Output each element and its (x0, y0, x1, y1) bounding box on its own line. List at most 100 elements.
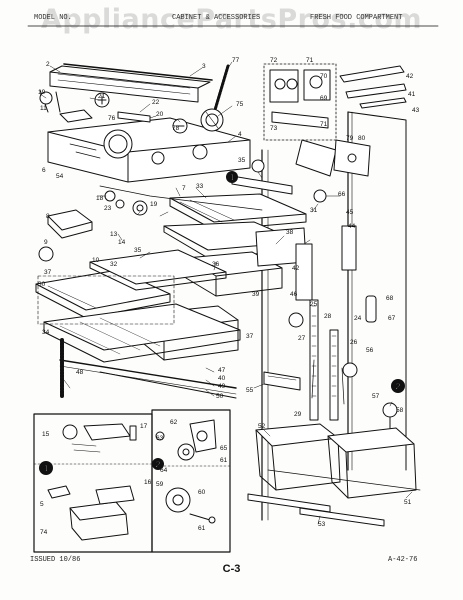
callout-79: 79 (346, 135, 354, 142)
leader-lines (39, 61, 413, 525)
callout-53: 53 (318, 521, 326, 528)
inset-box-right (151, 409, 231, 553)
callout-63: 63 (156, 435, 164, 442)
callout-10: 10 (92, 257, 100, 264)
crisper-pan-left (255, 423, 341, 491)
page-number: C-3 (222, 563, 241, 575)
callout-36: 36 (212, 261, 220, 268)
wire-harness (99, 185, 263, 211)
callout-27: 27 (298, 335, 306, 342)
knob-78-part (172, 118, 188, 134)
bottom-trim-part (263, 371, 301, 391)
marker-2a: 2 (391, 379, 405, 393)
svg-text:1: 1 (43, 464, 48, 474)
callout-18: 18 (96, 195, 104, 202)
bracket-20-part (117, 111, 151, 123)
callout-2: 2 (46, 61, 50, 68)
callout-16: 16 (144, 479, 152, 486)
callout-31: 31 (310, 207, 318, 214)
callout-60: 60 (198, 489, 206, 496)
header-section: CABINET & ACCESSORIES (172, 14, 261, 22)
crisper-cover-part (43, 303, 241, 363)
callout-65: 65 (220, 445, 228, 452)
callout-44: 44 (348, 223, 356, 230)
leveling-leg-part (382, 402, 398, 429)
callout-45: 45 (346, 209, 354, 216)
marker-1b: 1 (39, 461, 53, 475)
header-model: MODEL NO. (34, 14, 72, 22)
callout-35a: 35 (238, 157, 246, 164)
callout-15: 15 (42, 431, 50, 438)
callout-17: 17 (140, 423, 148, 430)
drawing-ref: A-42-76 (388, 556, 418, 564)
callout-42a: 42 (406, 73, 414, 80)
marker-1a: 1 (226, 171, 238, 183)
callout-78: 78 (172, 125, 180, 132)
callout-75: 75 (236, 101, 244, 108)
callout-52: 52 (258, 423, 266, 430)
callout-25: 25 (310, 301, 318, 308)
callout-42b: 42 (292, 265, 300, 272)
crisper-pan-right (327, 427, 417, 499)
callout-38: 38 (286, 229, 294, 236)
switch-plate-part (59, 109, 93, 123)
callout-64: 64 (160, 467, 168, 474)
callout-24: 24 (354, 315, 362, 322)
svg-text:2: 2 (155, 460, 160, 470)
callout-48: 48 (76, 369, 84, 376)
callout-35b: 35 (134, 247, 142, 254)
door-shelf-rails (295, 225, 377, 421)
callout-58: 58 (396, 407, 404, 414)
dial-knob-part (200, 108, 224, 132)
header-compartment: FRESH FOOD COMPARTMENT (310, 14, 403, 22)
callout-14: 14 (118, 239, 126, 246)
callout-37a: 37 (44, 269, 52, 276)
callout-26: 26 (350, 339, 358, 346)
callout-3: 3 (202, 63, 206, 70)
callout-74: 74 (40, 529, 48, 536)
svg-text:1: 1 (229, 173, 234, 183)
top-shelf-part (169, 193, 307, 231)
callout-19b: 19 (150, 201, 158, 208)
callout-73: 73 (270, 125, 278, 132)
control-housing-part (47, 117, 251, 183)
callout-76: 76 (108, 115, 116, 122)
bulb-part (104, 190, 125, 209)
callout-57: 57 (372, 393, 380, 400)
top-trim-part (49, 63, 213, 103)
issued-date: ISSUED 10/86 (30, 556, 81, 564)
callout-30: 30 (38, 281, 46, 288)
callout-66: 66 (338, 191, 346, 198)
callout-19a: 19 (38, 89, 46, 96)
fan-motor-part (38, 200, 148, 262)
callout-59: 59 (156, 481, 164, 488)
callout-37b: 37 (246, 333, 254, 340)
callout-6: 6 (42, 167, 46, 174)
callout-23: 23 (104, 205, 112, 212)
callout-77: 77 (232, 57, 240, 64)
callout-61b: 61 (198, 525, 206, 532)
callout-71b: 71 (320, 121, 328, 128)
right-rail-parts (339, 65, 407, 109)
callout-54: 54 (56, 173, 64, 180)
callout-34: 34 (42, 329, 50, 336)
marker-2b: 2 (152, 458, 164, 470)
glass-shelf-part (89, 249, 227, 291)
callout-68: 68 (386, 295, 394, 302)
callout-7: 7 (182, 185, 186, 192)
callout-55: 55 (246, 387, 254, 394)
callout-28: 28 (324, 313, 332, 320)
air-duct-part (333, 139, 371, 177)
callout-32: 32 (110, 261, 118, 268)
shelf-bracket-assembly (263, 63, 337, 177)
callout-72: 72 (270, 57, 278, 64)
callout-21: 21 (98, 93, 106, 100)
callout-33: 33 (196, 183, 204, 190)
inset-box-left (33, 413, 153, 553)
callout-61a: 61 (220, 457, 228, 464)
callout-4: 4 (238, 131, 242, 138)
callout-11: 11 (40, 105, 47, 112)
light-shield-part (231, 159, 293, 195)
